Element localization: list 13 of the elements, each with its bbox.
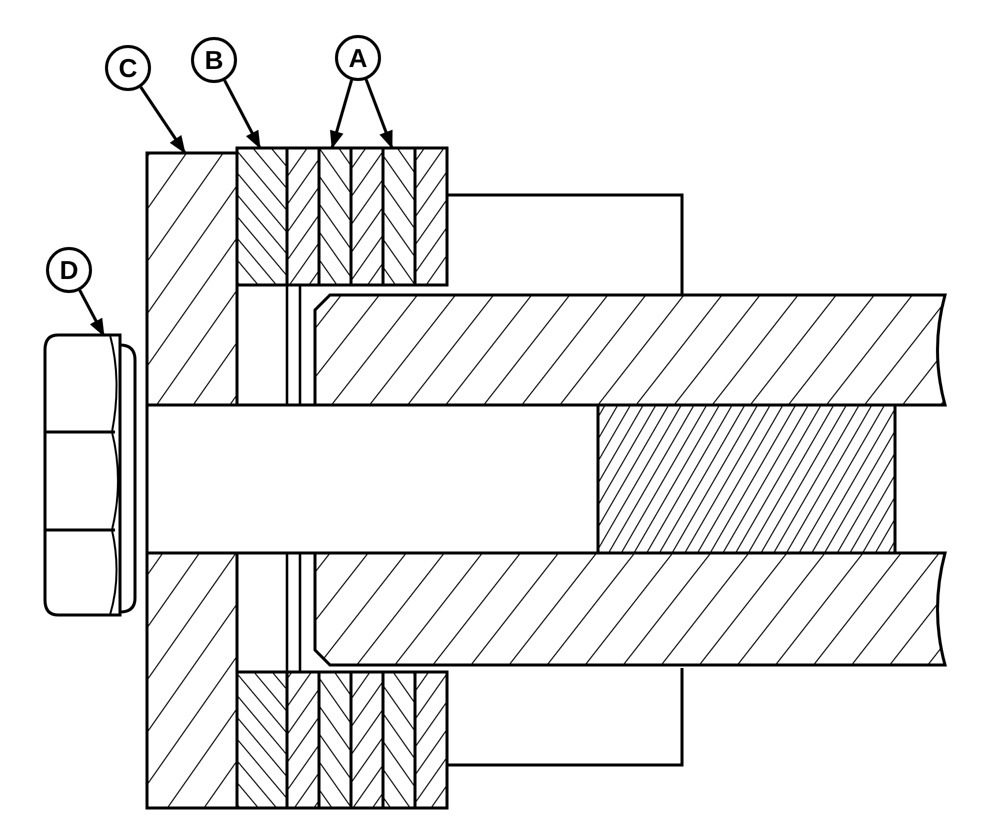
- leader-arrow: [140, 86, 186, 154]
- leader-arrow: [364, 78, 394, 149]
- spacer-disc: [236, 146, 288, 810]
- callout-letter: B: [191, 37, 237, 83]
- leader-arrow: [330, 80, 354, 149]
- end-plate: [146, 152, 238, 810]
- callout-letter: C: [105, 45, 151, 91]
- callout-letter: D: [46, 247, 92, 293]
- leader-arrow: [223, 80, 262, 149]
- shim-disc: [318, 146, 352, 810]
- callout-letter: A: [335, 35, 381, 81]
- shim-disc: [382, 146, 416, 810]
- leader-arrow: [78, 290, 106, 337]
